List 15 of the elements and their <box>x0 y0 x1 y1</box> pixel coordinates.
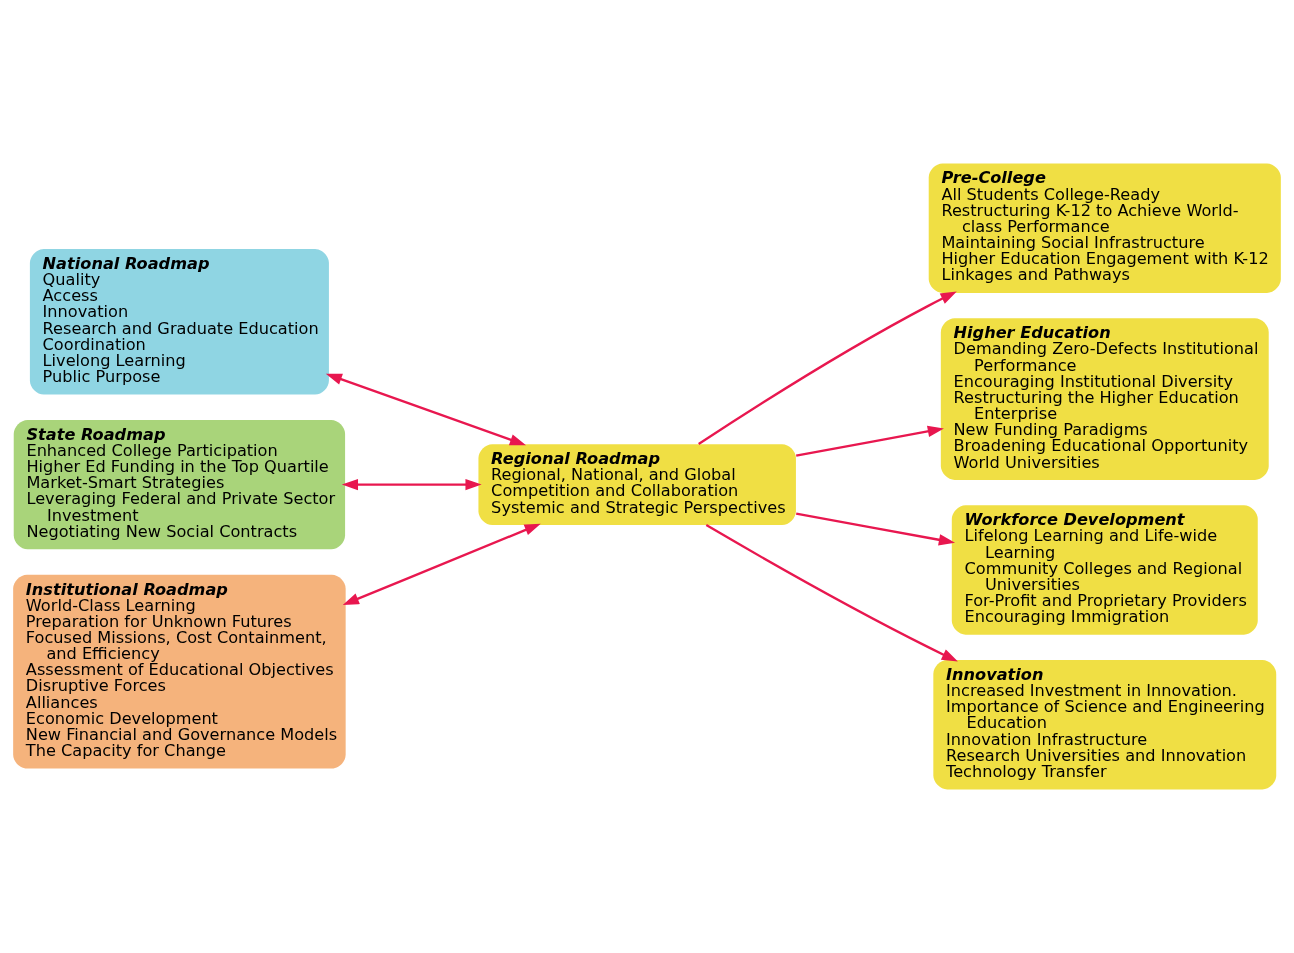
arrow <box>796 425 944 457</box>
arrow <box>796 512 955 546</box>
arrow <box>342 523 541 606</box>
arrow <box>325 373 527 446</box>
node-box: Innovation Increased Investment in Innovation. Importance of Science and Engineering Education Innovation Infrastructure Research Universities and Innovation Technology Transfer <box>933 660 1277 790</box>
node-box: Workforce Development Lifelong Learning and Life-wide Learning Community Colleges and Regional Universities For-Profit and Proprietary Providers Encouraging Immigration <box>951 505 1258 635</box>
arrow <box>341 478 482 491</box>
node-box: Pre-College All Students College-Ready Restructuring K-12 to Achieve World-class Performance Maintaining Social Infrastructure Higher Education Engagement with K-12 Linkages and Pathways <box>928 163 1281 293</box>
node-box: Institutional Roadmap World-Class Learning Preparation for Unknown Futures Focused Missions, Cost Containment, and Efficiency Assessment of Educational Objectives Disruptive Forces Alliances Economic Development New Financial and Governance Models The Capacity for Change <box>13 574 346 769</box>
node-box: Regional Roadmap Regional, National, and Global Competition and Collaboration Systemic and Strategic Perspectives <box>478 444 796 525</box>
node-box: Higher Education Demanding Zero-Defects Institutional Performance Encouraging Institutional Diversity Restructuring the Higher Education Enterprise New Funding Paradigms Broadening Educational Opportunity World Universities <box>940 318 1269 480</box>
arrow <box>705 524 958 662</box>
node-box: State Roadmap Enhanced College Participation Higher Ed Funding in the Top Quartile Market-Smart Strategies Leveraging Federal and Private Sector Investment Negotiating New Social Contracts <box>13 419 346 550</box>
node-box: National Roadmap Quality Access Innovation Research and Graduate Education Coordination Livelong Learning Public Purpose <box>29 249 329 395</box>
arrow <box>698 291 957 445</box>
